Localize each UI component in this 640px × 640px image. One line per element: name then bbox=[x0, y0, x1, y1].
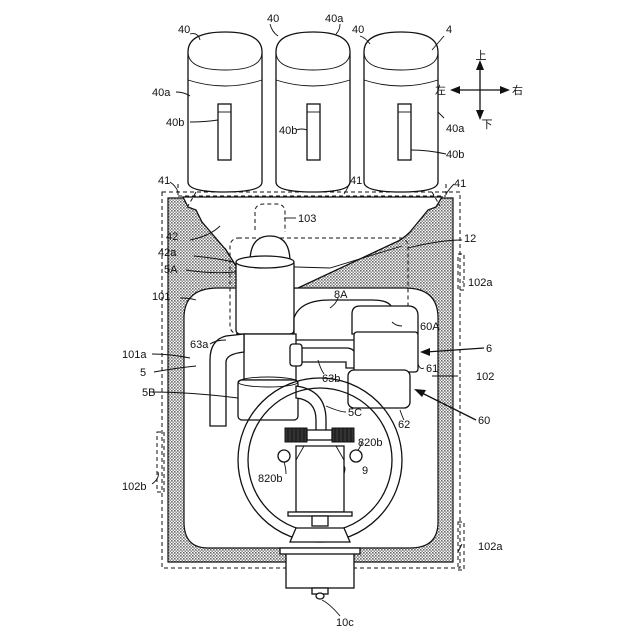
label-820b-left: 820b bbox=[258, 473, 282, 485]
label-820b-right: 820b bbox=[358, 437, 382, 449]
block-60A bbox=[352, 306, 418, 334]
label-5: 5 bbox=[140, 367, 146, 379]
label-41-left: 41 bbox=[158, 175, 170, 187]
label-60A: 60A bbox=[420, 321, 440, 333]
spring-coupler bbox=[285, 428, 354, 442]
direction-arrows bbox=[450, 60, 510, 120]
block-61 bbox=[354, 332, 418, 372]
label-102: 102 bbox=[476, 371, 494, 383]
body-5 bbox=[244, 334, 296, 380]
dir-right-label: 右 bbox=[512, 83, 523, 97]
label-102b: 102b bbox=[122, 481, 146, 493]
canister-middle bbox=[276, 32, 350, 192]
label-62: 62 bbox=[398, 419, 410, 431]
arrow-6 bbox=[426, 348, 484, 352]
label-40b-mid: 40b bbox=[279, 125, 297, 137]
label-41-mid: 41 bbox=[350, 175, 362, 187]
motor-9 bbox=[296, 446, 344, 512]
label-5B: 5B bbox=[142, 387, 155, 399]
label-40-right: 40 bbox=[352, 24, 364, 36]
label-101a: 101a bbox=[122, 349, 147, 361]
label-63a: 63a bbox=[190, 339, 209, 351]
dir-left-label: 左 bbox=[435, 84, 446, 97]
label-102a-top: 102a bbox=[468, 277, 493, 289]
label-60: 60 bbox=[478, 415, 490, 427]
dir-up-label: 上 bbox=[476, 49, 487, 62]
label-4: 4 bbox=[446, 24, 452, 36]
label-40b-left: 40b bbox=[166, 117, 184, 129]
label-10c: 10c bbox=[336, 617, 354, 629]
pipe-63b-end bbox=[290, 344, 302, 366]
stem-5C bbox=[296, 386, 326, 432]
label-40-left: 40 bbox=[178, 24, 190, 36]
part-5A-top bbox=[236, 256, 294, 268]
label-63b: 63b bbox=[322, 373, 340, 385]
label-102a-bottom: 102a bbox=[478, 541, 503, 553]
label-12: 12 bbox=[464, 233, 476, 245]
part-5A bbox=[236, 260, 294, 334]
label-40-mid: 40 bbox=[267, 13, 279, 25]
bolt-820b-left bbox=[278, 450, 290, 462]
canister-right bbox=[364, 32, 438, 192]
panel-102a-top bbox=[458, 254, 464, 290]
label-41-right: 41 bbox=[454, 178, 466, 190]
dir-down-label: 下 bbox=[482, 119, 493, 131]
label-40b-right: 40b bbox=[446, 149, 464, 161]
bolt-820b-right bbox=[350, 450, 362, 462]
label-40a-left: 40a bbox=[152, 87, 171, 99]
label-42: 42 bbox=[166, 231, 178, 243]
pipe-63b bbox=[296, 348, 356, 368]
label-40a-top: 40a bbox=[325, 13, 344, 25]
label-40a-right: 40a bbox=[446, 123, 465, 135]
label-103: 103 bbox=[298, 213, 316, 225]
canister-left bbox=[188, 32, 262, 192]
label-61: 61 bbox=[426, 363, 438, 375]
label-6: 6 bbox=[486, 343, 492, 355]
label-42a: 42a bbox=[158, 247, 177, 259]
label-9: 9 bbox=[362, 465, 368, 477]
base-stand bbox=[290, 528, 350, 542]
label-5C: 5C bbox=[348, 407, 362, 419]
foot-10c bbox=[286, 552, 354, 588]
label-5A: 5A bbox=[164, 264, 178, 276]
label-8A: 8A bbox=[334, 289, 348, 301]
label-101: 101 bbox=[152, 291, 170, 303]
panel-102b bbox=[157, 432, 164, 492]
